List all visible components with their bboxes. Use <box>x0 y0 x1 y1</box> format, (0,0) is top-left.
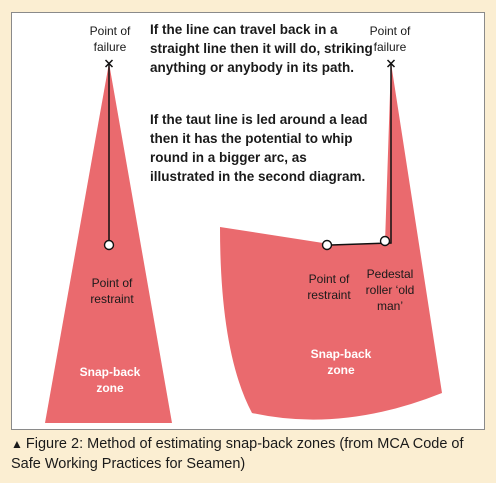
left-failure-label: Point of failure <box>89 24 131 54</box>
right-failure-label: Point of failure <box>369 24 411 54</box>
explanation-paragraph-2: If the taut line is led around a lead th… <box>150 112 368 184</box>
right-zone-label: Snap-back zone <box>310 347 372 377</box>
left-restraint-point <box>103 239 115 251</box>
figure-panel: Point of failure Point of restraint Snap… <box>11 12 485 430</box>
right-mooring-line <box>330 63 392 246</box>
left-zone-label: Snap-back zone <box>79 365 141 395</box>
left-failure-cross-icon <box>104 59 114 68</box>
caption-text: Figure 2: Method of estimating snap-back… <box>11 436 464 472</box>
pedestal-roller-label: Pedestal roller ‘old man’ <box>365 267 415 313</box>
caption-triangle-icon: ▲ <box>11 437 23 451</box>
right-restraint-label: Point of restraint <box>307 272 351 302</box>
explanation-paragraph-1: If the line can travel back in a straigh… <box>150 22 373 75</box>
right-restraint-point <box>321 239 333 251</box>
right-failure-cross-icon <box>386 59 396 68</box>
left-restraint-label: Point of restraint <box>90 276 134 306</box>
right-snap-back-zone <box>220 63 442 420</box>
snap-back-diagram <box>45 59 442 423</box>
figure-caption: ▲Figure 2: Method of estimating snap-bac… <box>11 434 491 474</box>
pedestal-roller-point <box>379 235 391 247</box>
